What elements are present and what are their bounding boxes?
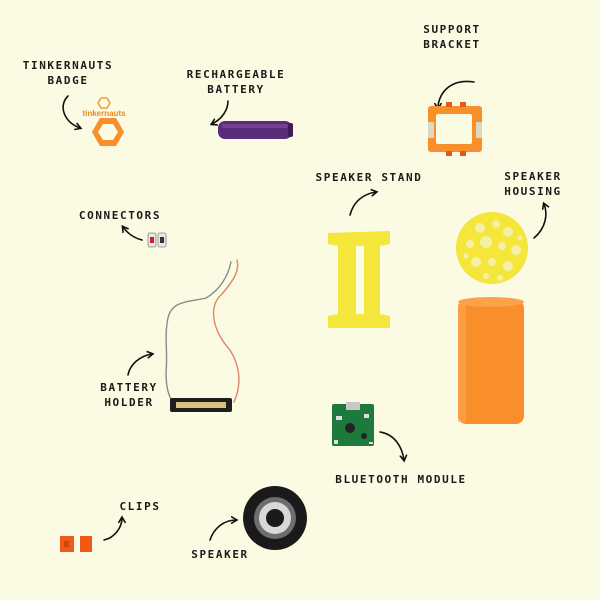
battery-holder xyxy=(165,259,240,412)
curved-arrow-icon xyxy=(62,95,80,128)
label-speaker: SPEAKER xyxy=(191,548,249,561)
label-speaker-stand: SPEAKER STAND xyxy=(315,171,423,184)
curved-arrow-icon xyxy=(212,100,229,124)
label-bluetooth-module: BLUETOOTH MODULE xyxy=(335,473,467,486)
label-clips: CLIPS xyxy=(119,500,161,513)
curved-arrow-icon xyxy=(533,204,546,239)
speaker xyxy=(243,486,307,550)
label-connectors: CONNECTORS xyxy=(78,209,162,222)
rechargeable-battery xyxy=(218,121,293,139)
orange-cylinder xyxy=(458,297,524,424)
curved-arrow-icon xyxy=(438,80,475,108)
bluetooth-module xyxy=(332,402,374,446)
curved-arrow-icon xyxy=(103,518,122,541)
clips xyxy=(60,536,92,552)
connectors xyxy=(147,232,167,248)
tinkernauts-badge: tinkernauts xyxy=(82,97,126,146)
curved-arrow-icon xyxy=(349,192,376,216)
curved-arrow-icon xyxy=(127,354,152,376)
speaker-stand xyxy=(328,231,390,328)
curved-arrow-icon xyxy=(209,520,236,541)
curved-arrow-icon xyxy=(123,227,143,241)
badge-logo-text: tinkernauts xyxy=(82,109,126,118)
curved-arrow-icon xyxy=(379,431,404,460)
speaker-housing xyxy=(456,212,528,284)
support-bracket xyxy=(428,102,482,156)
